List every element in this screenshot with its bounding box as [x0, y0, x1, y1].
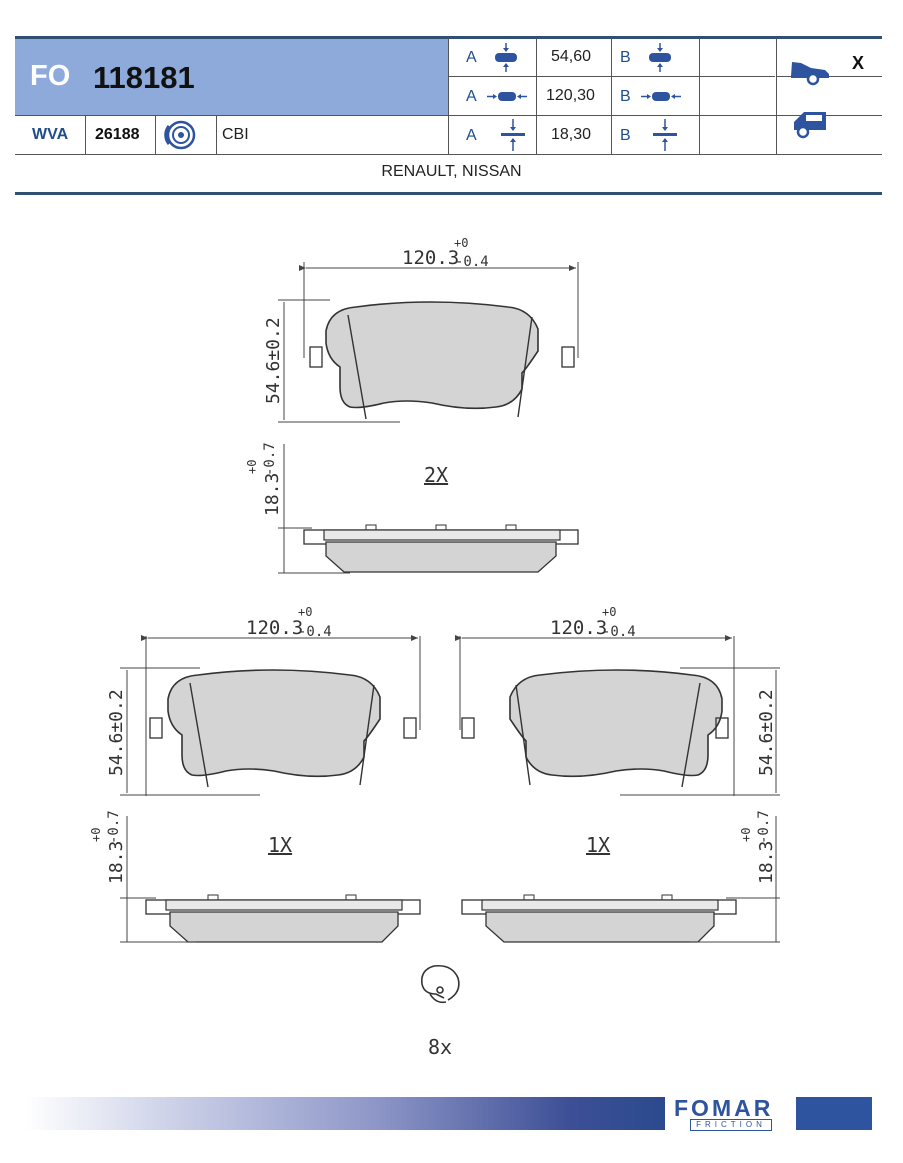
dim-thick-tol-minus: -0.7 [106, 810, 122, 844]
dim-a-label: A [466, 127, 477, 144]
height-arrows-icon [495, 43, 517, 72]
dim-thick-tol-minus: -0.7 [262, 442, 278, 476]
qty-top: 2X [424, 463, 448, 487]
width-arrows-icon [487, 92, 527, 101]
dim-width-tol-minus: -0.4 [298, 624, 332, 640]
dim-height-label: 54.6±0.2 [263, 317, 284, 404]
car-side-icon [794, 112, 826, 139]
grid-line [776, 38, 777, 155]
dim-value-height: 54,60 [551, 48, 592, 65]
dim-b-label: B [620, 127, 631, 144]
dim-width-tol-plus: +0 [298, 605, 312, 619]
brand-logo: FOMAR [674, 1095, 774, 1121]
disc-brake-icon [164, 120, 198, 155]
dim-thick-label: 18.3 [756, 841, 777, 884]
dim-height-label: 54.6±0.2 [756, 689, 777, 776]
grid-line [155, 115, 156, 155]
dim-b-label: B [620, 49, 631, 66]
dim-a-label: A [466, 49, 477, 66]
dim-width-tol-minus: -0.4 [602, 624, 636, 640]
dim-width-label: 120.3 [402, 247, 459, 269]
part-number: 118181 [93, 60, 195, 95]
technical-drawing: 120.3 +0 -0.4 54.6±0.2 2X 18.3 +0 -0.7 1… [89, 236, 780, 1059]
wva-number: 26188 [95, 126, 140, 143]
dim-value-width: 120,30 [546, 87, 595, 104]
dim-value-thickness: 18,30 [551, 126, 592, 143]
footer-gradient-bar [25, 1097, 665, 1130]
dim-thick-tol-plus: +0 [89, 828, 103, 842]
axle-marker: X [852, 53, 865, 73]
grid-line [448, 38, 449, 155]
brand-subtitle: FRICTION [690, 1119, 772, 1131]
header-bottom-rule [15, 192, 882, 195]
grid-line [216, 115, 217, 155]
pad-right-face [509, 669, 723, 788]
dim-a-label: A [466, 88, 477, 105]
dim-thick-label: 18.3 [106, 841, 127, 884]
dim-width-tol-plus: +0 [602, 605, 616, 619]
title-box [15, 39, 448, 115]
dim-b-label: B [620, 88, 631, 105]
dim-width-tol-plus: +0 [454, 236, 468, 250]
dim-thick-tol-plus: +0 [739, 828, 753, 842]
grid-line [611, 38, 612, 155]
width-arrows-icon [641, 92, 681, 101]
dim-width-label: 120.3 [550, 617, 607, 639]
dim-thick-tol-plus: +0 [245, 460, 259, 474]
grid-line [699, 38, 700, 155]
code-prefix: FO [30, 60, 71, 92]
brand-color-block [796, 1097, 872, 1130]
manufacturers: RENAULT, NISSAN [381, 163, 522, 180]
grid-line [536, 38, 537, 155]
pad-top-face [325, 301, 539, 420]
pad-left-face [167, 669, 381, 788]
brake-system: CBI [222, 126, 249, 143]
thickness-arrows-icon [653, 119, 677, 151]
grid-line [85, 115, 86, 155]
dim-thick-label: 18.3 [262, 473, 283, 516]
qty-right: 1X [586, 833, 610, 857]
retaining-clip-icon [420, 964, 460, 1004]
dim-width-label: 120.3 [246, 617, 303, 639]
dim-thick-tol-minus: -0.7 [756, 810, 772, 844]
car-front-icon [791, 62, 829, 86]
header-top-rule [15, 36, 882, 39]
clip-qty: 8x [428, 1035, 452, 1059]
dim-height-label: 54.6±0.2 [106, 689, 127, 776]
thickness-arrows-icon [501, 119, 525, 151]
wva-label: WVA [32, 126, 69, 143]
dim-width-tol-minus: -0.4 [455, 254, 489, 270]
height-arrows-icon [649, 43, 671, 72]
qty-left: 1X [268, 833, 292, 857]
